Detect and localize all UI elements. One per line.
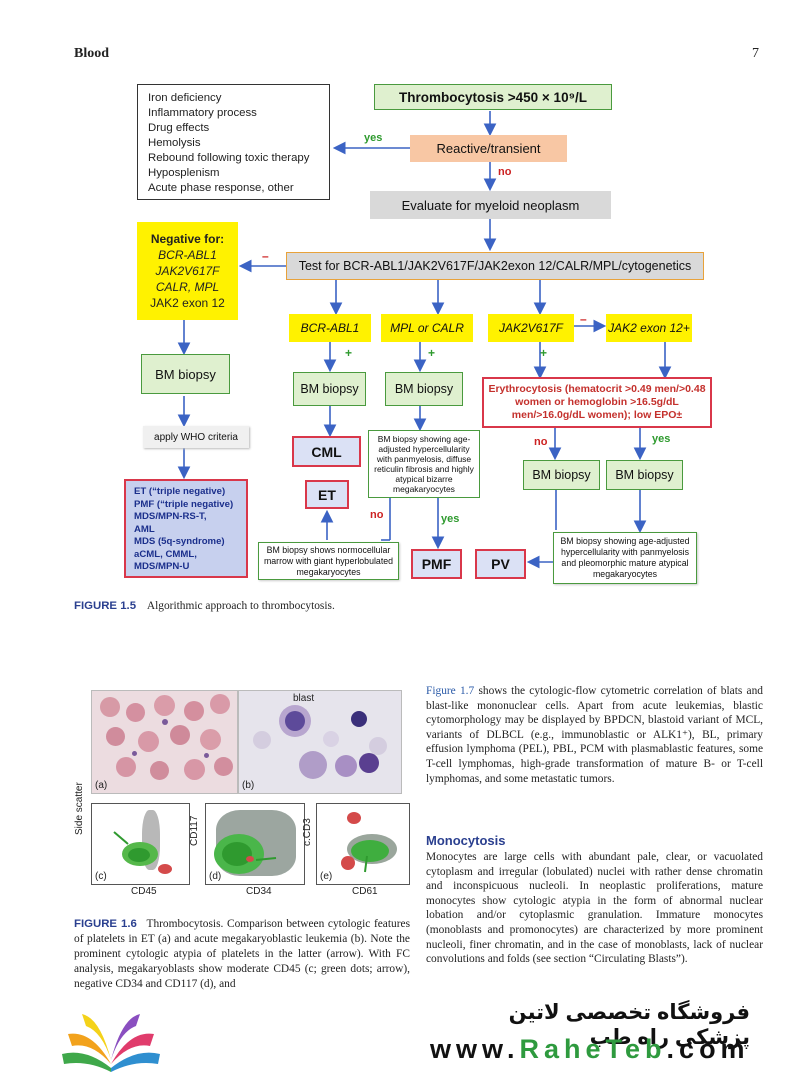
mpl-calr-box: MPL or CALR — [381, 314, 473, 342]
paragraph-monocytosis: Monocytes are large cells with abundant … — [426, 851, 763, 966]
flowchart-arrows — [177, 111, 672, 569]
who-item: aCML, CMML, — [134, 548, 197, 560]
apply-who-box: apply WHO criteria — [143, 426, 249, 448]
bm-biopsy-box: BM biopsy — [293, 372, 366, 406]
yes-label: yes — [364, 132, 383, 144]
cause-item: Hemolysis — [148, 137, 201, 149]
footer-banner: فروشگاه تخصصی لاتین پزشکی راه طب www.Rah… — [0, 994, 810, 1079]
journal-title: Blood — [74, 46, 110, 61]
axis-label: CD45 — [131, 886, 157, 897]
no-label: no — [498, 166, 512, 178]
figure-1-5-caption: FIGURE 1.5 Algorithmic approach to throm… — [74, 599, 335, 614]
caption-label: FIGURE 1.6 — [74, 918, 137, 930]
who-item: MDS/MPN-RS-T, — [134, 511, 207, 522]
bcr-abl1-box: BCR-ABL1 — [289, 314, 371, 342]
bm-biopsy-box: BM biopsy — [606, 460, 683, 490]
bm-biopsy-box: BM biopsy — [385, 372, 463, 406]
pmf-box: PMF — [411, 549, 462, 579]
bm-biopsy-box: BM biopsy — [141, 354, 230, 394]
test-box: Test for BCR-ABL1/JAK2V617F/JAK2exon 12/… — [286, 252, 704, 280]
reactive-box: Reactive/transient — [410, 135, 567, 162]
who-list-box: ET (“triple negative) PMF (“triple negat… — [124, 479, 248, 578]
who-item: AML — [134, 523, 155, 535]
negative-title: Negative for: — [150, 232, 225, 246]
caption-label: FIGURE 1.5 — [74, 600, 137, 612]
figure-reference[interactable]: Figure 1.7 — [426, 685, 475, 697]
cause-item: Drug effects — [148, 122, 210, 134]
caption-text: Thrombocytosis. Comparison between cytol… — [74, 918, 410, 990]
et-box: ET — [305, 480, 349, 509]
minus-label: – — [262, 249, 269, 263]
negative-box: Negative for: BCR-ABL1 JAK2V617F CALR, M… — [137, 222, 238, 320]
url-suffix: .com — [666, 1034, 750, 1064]
store-name: فروشگاه تخصصی لاتین پزشکی راه طب — [508, 1001, 750, 1049]
micrograph-b: blast (b) — [238, 690, 402, 794]
url-brand: RaheTeb — [519, 1034, 667, 1064]
bm-biopsy-box: BM biopsy — [523, 460, 600, 490]
micrograph-a: (a) — [91, 690, 238, 794]
flow-plot-c: (c) — [91, 803, 190, 885]
jak2-exon12-box: JAK2 exon 12+ — [606, 314, 692, 342]
cml-box: CML — [292, 436, 361, 467]
jak2v617f-box: JAK2V617F — [488, 314, 574, 342]
minus-label: – — [580, 312, 587, 326]
thrombocytosis-box: Thrombocytosis >450 × 10⁹/L — [374, 84, 612, 110]
book-logo-icon — [62, 1014, 160, 1072]
who-item: MDS/MPN-U — [134, 561, 190, 572]
plus-label: + — [345, 346, 353, 360]
no-label: no — [370, 509, 384, 521]
who-item: PMF (“triple negative) — [134, 498, 234, 510]
no-label: no — [534, 436, 548, 448]
bm-age-adjusted-box: BM biopsy showing age-adjusted hypercell… — [368, 430, 480, 498]
panel-label: (b) — [242, 780, 255, 791]
paragraph-blasts: Figure 1.7 shows the cytologic-flow cyto… — [426, 684, 763, 786]
reactive-causes-box: Iron deficiency Inflammatory process Dru… — [137, 84, 330, 200]
plus-label: + — [428, 346, 436, 360]
bm-pv-box: BM biopsy showing age-adjusted hypercell… — [553, 532, 697, 584]
negative-item: BCR-ABL1 — [158, 248, 217, 262]
pv-box: PV — [475, 549, 526, 579]
url-prefix: www. — [430, 1034, 520, 1064]
section-heading: Monocytosis — [426, 833, 506, 848]
axis-label: c.CD3 — [302, 818, 313, 846]
who-item: ET (“triple negative) — [134, 486, 226, 497]
evaluate-box: Evaluate for myeloid neoplasm — [370, 191, 611, 219]
who-item: MDS (5q-syndrome) — [134, 536, 225, 547]
plus-label: + — [540, 346, 548, 360]
erythrocytosis-box: Erythrocytosis (hematocrit >0.49 men/>0.… — [482, 377, 712, 428]
panel-label: (c) — [95, 871, 107, 882]
flow-plot-e: (e) — [316, 803, 410, 885]
blast-label: blast — [293, 693, 315, 704]
yes-label: yes — [652, 433, 671, 445]
axis-label: CD117 — [189, 815, 200, 846]
cause-item: Inflammatory process — [148, 107, 257, 119]
website-url[interactable]: www.RaheTeb.com — [430, 1034, 750, 1065]
panel-label: (d) — [209, 871, 222, 882]
cause-item: Acute phase response, other — [148, 182, 294, 194]
cause-item: Hyposplenism — [148, 167, 220, 179]
axis-label: Side scatter — [74, 782, 85, 835]
negative-item: JAK2 exon 12 — [150, 296, 225, 310]
figure-1-6-caption: FIGURE 1.6 Thrombocytosis. Comparison be… — [74, 917, 410, 992]
bm-normocellular-box: BM biopsy shows normocellular marrow wit… — [258, 542, 399, 580]
paragraph-text: shows the cytologic-flow cytometric corr… — [426, 685, 763, 785]
panel-label: (e) — [320, 871, 333, 882]
negative-item: JAK2V617F — [155, 264, 220, 278]
flow-plot-d: (d) — [205, 803, 305, 885]
cause-item: Rebound following toxic therapy — [148, 152, 310, 164]
caption-text: Algorithmic approach to thrombocytosis. — [146, 600, 335, 612]
yes-label: yes — [441, 513, 460, 525]
panel-label: (a) — [95, 780, 108, 791]
cause-item: Iron deficiency — [148, 92, 222, 104]
page-number: 7 — [752, 46, 759, 61]
negative-item: CALR, MPL — [155, 280, 220, 294]
axis-label: CD61 — [352, 886, 378, 897]
axis-label: CD34 — [246, 886, 272, 897]
